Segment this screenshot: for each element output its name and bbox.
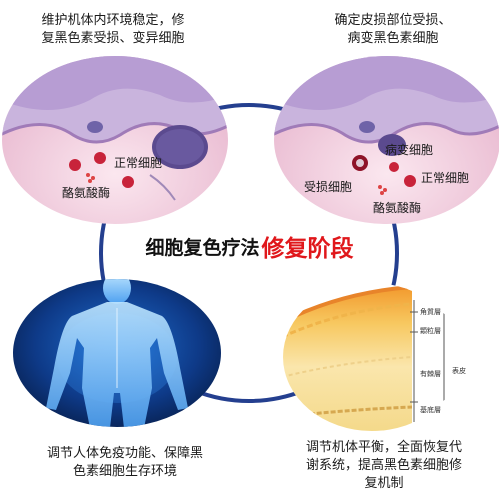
page-title: 细胞复色疗法 修复阶段: [122, 226, 377, 266]
top-right-caption-line1: 确定皮损部位受损、: [334, 13, 452, 28]
bottom-right-caption-line1: 调节机体平衡，全面恢复代: [305, 440, 462, 455]
layer-label-granulosum: 顆粒層: [420, 327, 441, 335]
top-right-label-normal-cell: 正常细胞: [421, 171, 470, 185]
bottom-right-caption: 调节机体平衡，全面恢复代 谢系统，提高黑色素细胞修 复机制: [284, 439, 484, 493]
top-left-cell-illustration: [2, 56, 228, 224]
layer-label-basale: 基底層: [420, 406, 441, 414]
title-main: 细胞复色疗法: [145, 236, 260, 259]
bottom-right-caption-line3: 复机制: [364, 476, 404, 491]
bottom-right-caption-line2: 谢系统，提高黑色素细胞修: [305, 458, 462, 473]
layer-label-corneum: 角質層: [420, 308, 441, 316]
top-right-caption-line2: 病变黑色素细胞: [347, 31, 439, 46]
layer-label-epidermis: 表皮: [452, 367, 466, 375]
top-right-label-damaged-cell: 受损细胞: [304, 180, 353, 194]
title-emphasis: 修复阶段: [261, 236, 354, 262]
top-left-label-normal-cell: 正常细胞: [114, 156, 163, 170]
bottom-left-caption-line2: 色素细胞生存环境: [72, 464, 177, 479]
top-right-label-diseased-cell: 病变细胞: [385, 143, 434, 157]
bottom-left-caption: 调节人体免疫功能、保障黑 色素细胞生存环境: [20, 445, 230, 481]
layer-label-spinosum: 有棘層: [420, 370, 441, 378]
top-left-caption: 维护机体内环境稳定，修 复黑色素受损、变异细胞: [8, 12, 218, 48]
top-left-caption-line1: 维护机体内环境稳定，修: [41, 13, 185, 28]
skin-layers-illustration: [283, 283, 461, 431]
top-right-label-tyrosinase: 酪氨酸酶: [373, 201, 422, 215]
top-left-label-tyrosinase: 酪氨酸酶: [62, 186, 111, 200]
top-right-cell-illustration: [274, 56, 499, 224]
top-left-caption-line2: 复黑色素受损、变异细胞: [41, 31, 185, 46]
human-body-icon: [13, 279, 221, 427]
top-right-caption: 确定皮损部位受损、 病变黑色素细胞: [298, 12, 488, 48]
bottom-left-caption-line1: 调节人体免疫功能、保障黑: [46, 446, 203, 461]
